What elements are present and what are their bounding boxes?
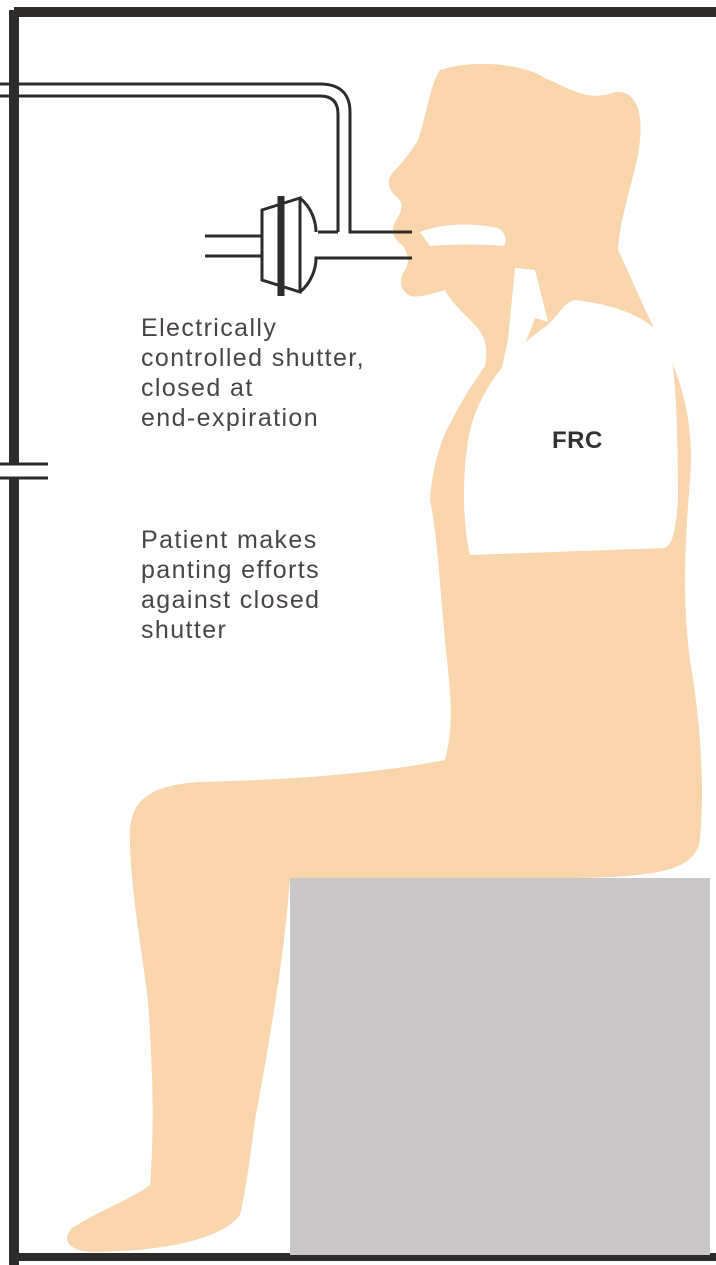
effort-label-line-3: against closed: [141, 585, 320, 615]
shutter-valve: [262, 196, 300, 296]
effort-label-line-2: panting efforts: [141, 555, 320, 585]
shutter-label-line-2: controlled shutter,: [141, 343, 365, 373]
shutter-label-line-4: end-expiration: [141, 403, 365, 433]
seat-box: [290, 878, 710, 1255]
shutter-label: Electrically controlled shutter, closed …: [141, 313, 365, 433]
panting-effort-label: Patient makes panting efforts against cl…: [141, 525, 320, 645]
effort-label-line-4: shutter: [141, 615, 320, 645]
breathing-tube: [0, 84, 412, 292]
shutter-label-line-1: Electrically: [141, 313, 365, 343]
shutter-label-line-3: closed at: [141, 373, 365, 403]
effort-label-line-1: Patient makes: [141, 525, 320, 555]
frc-label: FRC: [552, 427, 603, 455]
